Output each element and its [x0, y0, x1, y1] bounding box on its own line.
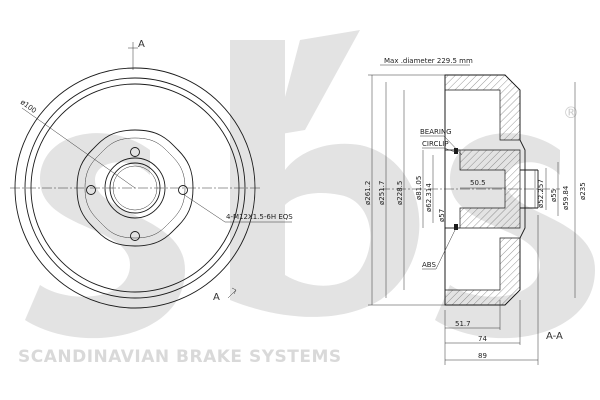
length-l3: 74 [478, 335, 487, 343]
section-marker-bottom: A [213, 292, 220, 303]
length-l4: 89 [478, 352, 487, 360]
section-title: Max .diameter 229.5 mm [384, 57, 473, 65]
section-arrow-bottom [227, 287, 237, 299]
circlip-upper [454, 148, 458, 154]
circlip-lower [454, 224, 458, 230]
bearing-label: BEARING [420, 128, 452, 136]
drum-inner-edge [24, 77, 246, 299]
abs-leader [435, 227, 457, 270]
diameter-d7: ø52.257 [537, 179, 545, 208]
drum-wall-upper [444, 74, 521, 141]
hub-flange-inner [84, 137, 186, 239]
bolt-hole-top [130, 147, 140, 157]
hub-flange [76, 129, 194, 247]
registered-mark: ® [563, 103, 579, 122]
diameter-d9: ø59.84 [562, 185, 570, 210]
bolt-circle-leader [21, 107, 136, 189]
section-view: Max .diameter 229.5 mm [364, 57, 587, 365]
thread-label: 4-M12X1.5-6H EQS [226, 213, 293, 221]
drum-wall-lower [444, 237, 521, 306]
diameter-d3: ø228.5 [396, 181, 404, 205]
diameter-d5: ø62.314 [425, 183, 433, 212]
circlip-label: CIRCLIP [422, 140, 449, 148]
thread-leader [182, 193, 226, 223]
diameter-d6: ø57 [438, 209, 446, 222]
bolt-hole-right [178, 185, 188, 195]
watermark-tagline: SCANDINAVIAN BRAKE SYSTEMS [18, 347, 342, 367]
section-marker-top: A [138, 39, 145, 50]
diameter-d1: ø261.2 [364, 181, 372, 205]
diameter-d10: ø235 [579, 182, 587, 200]
front-view: A A ø100 4-M12X1.5-6H EQS [10, 39, 293, 309]
hub-section [459, 149, 521, 229]
bolt-hole-left [86, 185, 96, 195]
section-label-aa: A-A [546, 331, 563, 342]
diameter-d4: ø81.05 [415, 176, 423, 200]
bearing-leader [443, 135, 463, 156]
abs-label: ABS [422, 261, 436, 269]
circlip-leader [443, 147, 456, 153]
bolt-hole-bottom [130, 231, 140, 241]
center-bore-outer [104, 157, 166, 219]
diameter-d2: ø251.7 [378, 181, 386, 205]
diameter-d8: ø55 [550, 189, 558, 202]
length-l1: 50.5 [470, 179, 486, 187]
length-l2: 51.7 [455, 320, 471, 328]
